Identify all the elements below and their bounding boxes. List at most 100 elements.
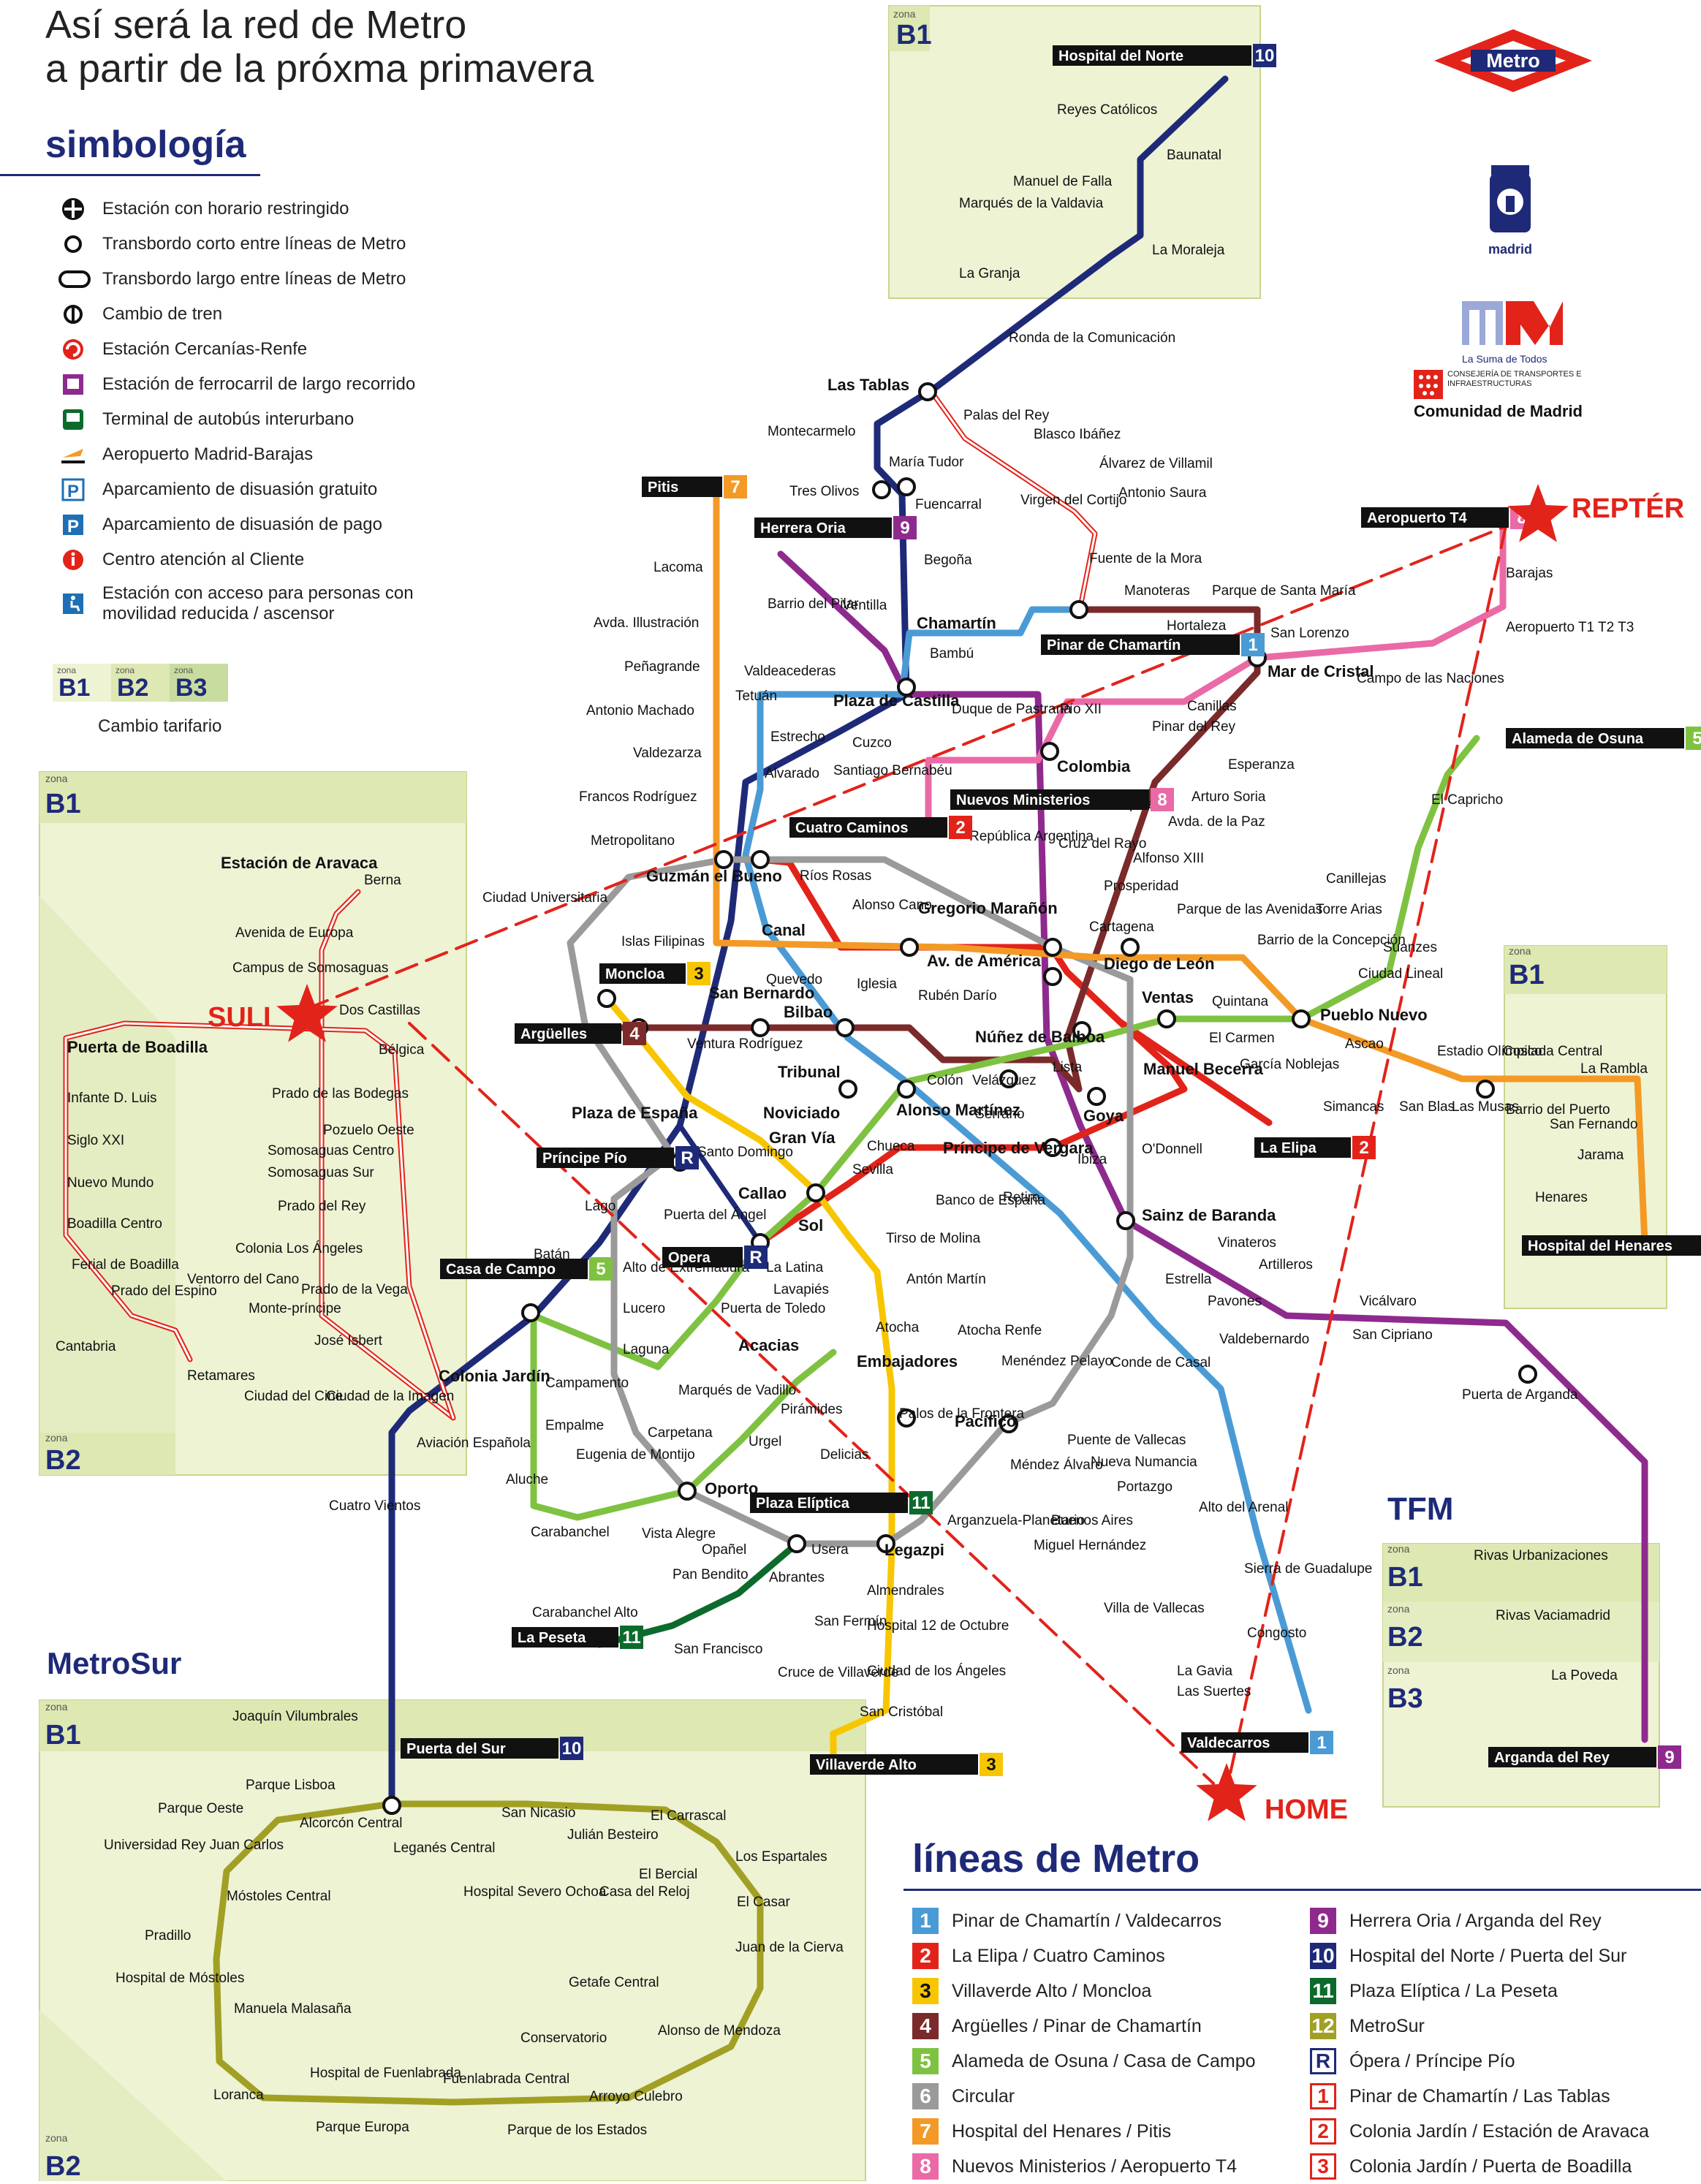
- station-label[interactable]: O'Donnell: [1142, 1142, 1202, 1157]
- station-label[interactable]: Pozuelo Oeste: [323, 1123, 414, 1138]
- station-label[interactable]: Ventorro del Cano: [187, 1272, 299, 1287]
- station-label[interactable]: Virgen del Cortijo: [1020, 493, 1126, 508]
- station-label[interactable]: República Argentina: [969, 829, 1094, 844]
- station-label[interactable]: Parque Oeste: [158, 1801, 243, 1816]
- station-label[interactable]: Pinar del Rey: [1152, 719, 1236, 735]
- station-label[interactable]: Getafe Central: [569, 1975, 659, 1990]
- station-label[interactable]: Prosperidad: [1104, 879, 1178, 894]
- station-label[interactable]: Plaza de Castilla: [833, 691, 960, 710]
- station-label[interactable]: Parque Lisboa: [246, 1778, 336, 1793]
- station-label[interactable]: Alonso de Mendoza: [658, 2023, 781, 2039]
- station-marker[interactable]: [1121, 938, 1140, 957]
- station-label[interactable]: Conde de Casal: [1111, 1355, 1211, 1370]
- station-label[interactable]: Goya: [1083, 1107, 1124, 1125]
- station-label[interactable]: Alfonso XIII: [1133, 851, 1204, 866]
- station-label[interactable]: Laguna: [623, 1342, 670, 1357]
- station-marker[interactable]: [1040, 742, 1059, 761]
- station-label[interactable]: Aeropuerto T1 T2 T3: [1506, 620, 1634, 635]
- station-label[interactable]: Canillas: [1187, 699, 1237, 714]
- station-label[interactable]: Peñagrande: [624, 659, 700, 675]
- station-marker[interactable]: [897, 1408, 916, 1427]
- station-label[interactable]: Hospital de Móstoles: [115, 1971, 244, 1986]
- station-marker[interactable]: [900, 938, 919, 957]
- station-label[interactable]: Antonio Machado: [586, 703, 694, 718]
- station-marker[interactable]: [751, 1018, 770, 1037]
- station-label[interactable]: Opañel: [702, 1542, 746, 1558]
- station-label[interactable]: Colonia Los Ángeles: [235, 1241, 363, 1256]
- station-label[interactable]: El Casar: [737, 1895, 791, 1910]
- station-label[interactable]: Bambú: [930, 646, 974, 661]
- station-label[interactable]: El Carrascal: [651, 1808, 726, 1824]
- station-marker[interactable]: [999, 1414, 1018, 1433]
- station-marker[interactable]: [678, 1482, 697, 1501]
- station-label[interactable]: Campamento: [545, 1376, 629, 1391]
- station-label[interactable]: Monte-príncipe: [249, 1301, 341, 1316]
- station-label[interactable]: San Cipriano: [1352, 1327, 1433, 1343]
- station-label[interactable]: Berna: [364, 873, 401, 888]
- station-label[interactable]: Artilleros: [1259, 1257, 1313, 1273]
- station-label[interactable]: Ciudad de los Ángeles: [867, 1664, 1006, 1679]
- station-label[interactable]: Parque Europa: [316, 2120, 409, 2135]
- station-label[interactable]: Infante D. Luis: [67, 1091, 157, 1106]
- station-label[interactable]: Sainz de Baranda: [1142, 1206, 1276, 1224]
- station-label[interactable]: Canillejas: [1326, 871, 1386, 887]
- station-label[interactable]: Boadilla Centro: [67, 1216, 162, 1232]
- station-label[interactable]: San Nicasio: [501, 1805, 575, 1821]
- terminal-label[interactable]: Hospital del Henares7: [1522, 1234, 1701, 1257]
- station-label[interactable]: Cantabria: [56, 1339, 116, 1354]
- station-label[interactable]: Quevedo: [766, 972, 822, 987]
- station-label[interactable]: Gran Vía: [769, 1129, 836, 1147]
- station-label[interactable]: Francos Rodríguez: [579, 789, 697, 805]
- station-label[interactable]: Alonso Cano: [852, 898, 932, 913]
- station-label[interactable]: La Rambla: [1580, 1061, 1648, 1077]
- station-label[interactable]: Palas del Rey: [963, 408, 1050, 423]
- station-label[interactable]: Ibiza: [1077, 1152, 1107, 1167]
- station-label[interactable]: Lago: [585, 1199, 615, 1214]
- station-label[interactable]: Baunatal: [1167, 148, 1221, 163]
- station-label[interactable]: La Granja: [959, 266, 1020, 281]
- station-label[interactable]: Los Espartales: [735, 1849, 827, 1865]
- station-label[interactable]: Nuevo Mundo: [67, 1175, 154, 1191]
- station-label[interactable]: Ascao: [1345, 1036, 1384, 1052]
- station-label[interactable]: Hospital de Fuenlabrada: [310, 2066, 461, 2081]
- station-marker[interactable]: [382, 1796, 401, 1815]
- station-label[interactable]: Urgel: [749, 1434, 781, 1449]
- station-label[interactable]: Las Musas: [1452, 1099, 1519, 1115]
- station-label[interactable]: Henares: [1535, 1190, 1588, 1205]
- station-label[interactable]: Buenos Aires: [1051, 1513, 1133, 1528]
- station-label[interactable]: Simancas: [1323, 1099, 1384, 1115]
- station-label[interactable]: Av. de América: [927, 952, 1041, 970]
- station-label[interactable]: Estrella: [1165, 1272, 1212, 1287]
- station-label[interactable]: Joaquín Vilumbrales: [232, 1709, 358, 1724]
- station-label[interactable]: Vicálvaro: [1360, 1294, 1417, 1309]
- station-label[interactable]: El Bercial: [639, 1867, 697, 1882]
- station-label[interactable]: Loranca: [213, 2088, 264, 2103]
- station-label[interactable]: Aluche: [506, 1472, 548, 1487]
- station-label[interactable]: Avda. de la Paz: [1168, 814, 1265, 830]
- station-label[interactable]: Atocha: [876, 1320, 920, 1335]
- station-label[interactable]: Núñez de Balboa: [975, 1028, 1105, 1046]
- station-label[interactable]: Somosaguas Centro: [268, 1143, 394, 1159]
- station-label[interactable]: Móstoles Central: [227, 1889, 331, 1904]
- station-label[interactable]: San Blas: [1399, 1099, 1455, 1115]
- station-label[interactable]: Vinateros: [1218, 1235, 1276, 1251]
- station-label[interactable]: Eugenia de Montijo: [576, 1447, 695, 1463]
- station-label[interactable]: Reyes Católicos: [1057, 102, 1157, 118]
- station-label[interactable]: San Francisco: [674, 1642, 762, 1657]
- station-marker[interactable]: [1292, 1009, 1311, 1028]
- station-label[interactable]: Campus de Somosaguas: [232, 960, 388, 976]
- station-marker[interactable]: [838, 1080, 857, 1099]
- station-label[interactable]: Atocha Renfe: [958, 1323, 1042, 1338]
- station-label[interactable]: Cruce de Villaverde: [778, 1665, 898, 1680]
- station-label[interactable]: Lista: [1053, 1060, 1083, 1075]
- station-label[interactable]: Blasco Ibáñez: [1034, 427, 1121, 442]
- station-label[interactable]: Las Suertes: [1177, 1684, 1251, 1699]
- station-label[interactable]: Arganzuela-Planetario: [947, 1513, 1085, 1528]
- station-label[interactable]: Islas Filipinas: [621, 934, 705, 949]
- station-label[interactable]: Estrecho: [770, 729, 825, 745]
